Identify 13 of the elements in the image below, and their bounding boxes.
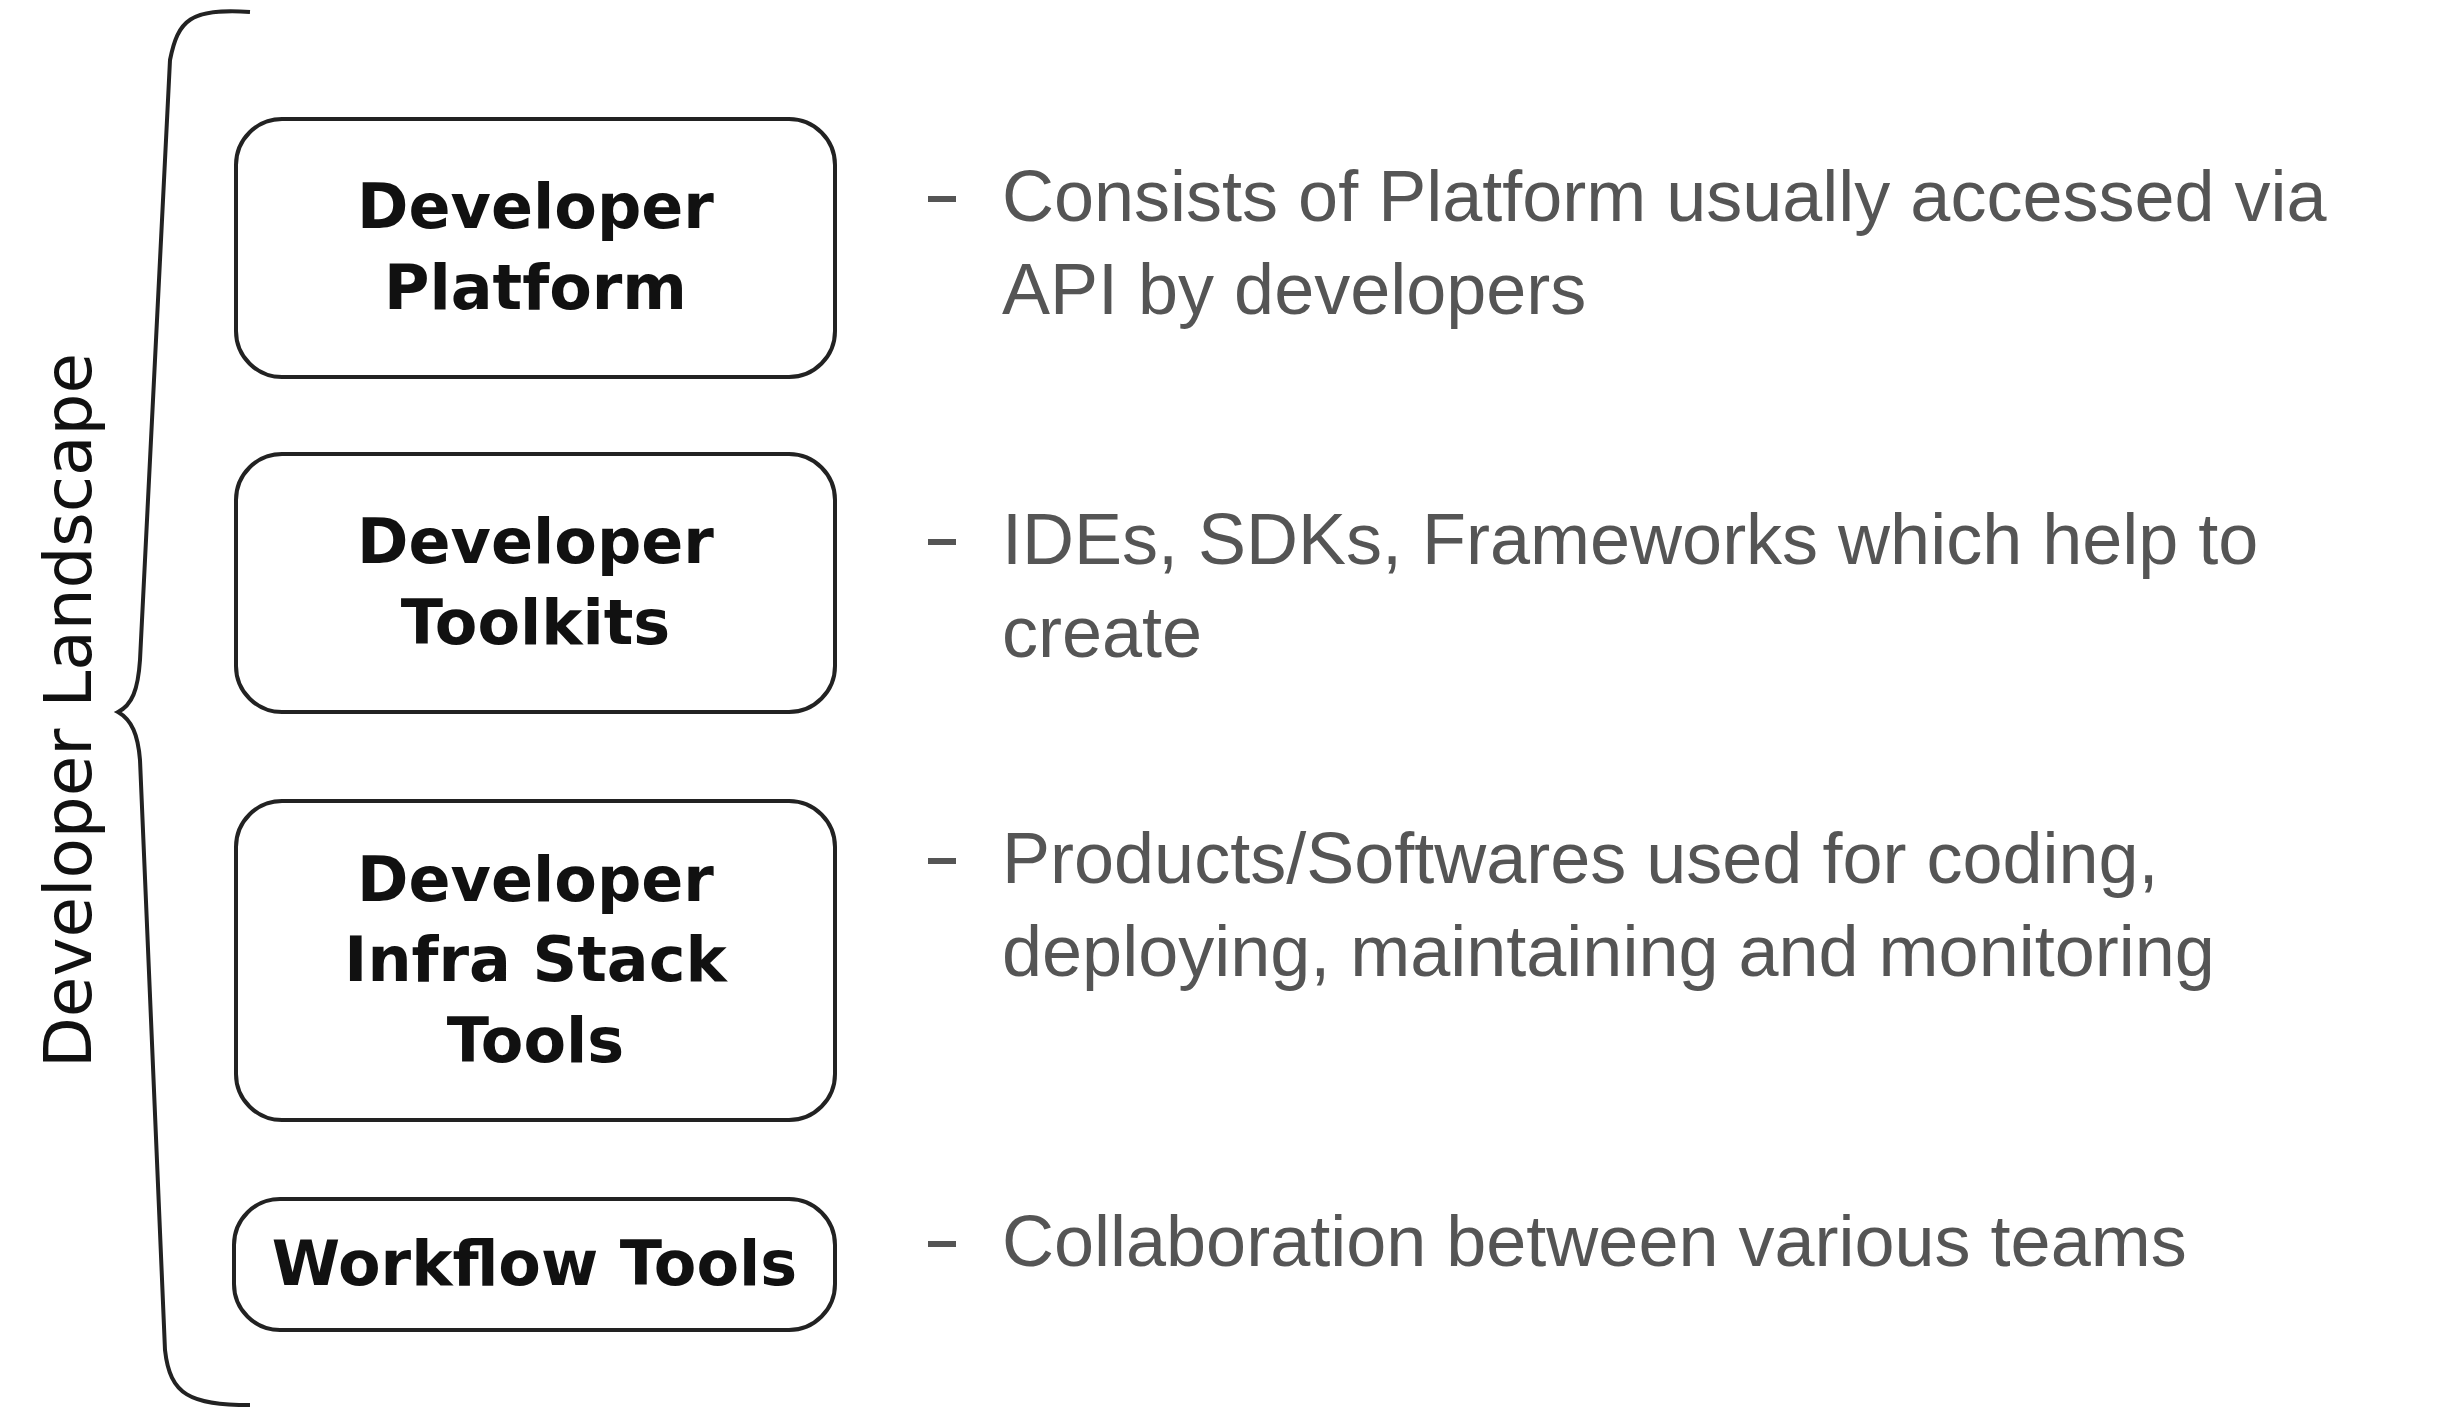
vertical-label: Developer Landscape [29, 352, 107, 1068]
description-text: Products/Softwares used for coding, deploying, maintaining and monitoring [1002, 817, 2216, 993]
description-text: IDEs, SDKs, Frameworks which help to create [1002, 498, 2260, 674]
box-label: Developer Toolkits [356, 504, 715, 661]
box-label: Developer Platform [356, 169, 715, 326]
description-text: Collaboration between various teams [1002, 1200, 2188, 1283]
box-label: Developer Infra Stack Tools [343, 841, 729, 1079]
rounded-box [234, 117, 837, 379]
box-label: Workflow Tools [270, 1226, 799, 1303]
rounded-box [234, 799, 837, 1122]
description-text: Consists of Platform usually accessed via API by developers [1002, 155, 2328, 331]
rounded-box [232, 1197, 837, 1332]
rounded-box [234, 452, 837, 714]
